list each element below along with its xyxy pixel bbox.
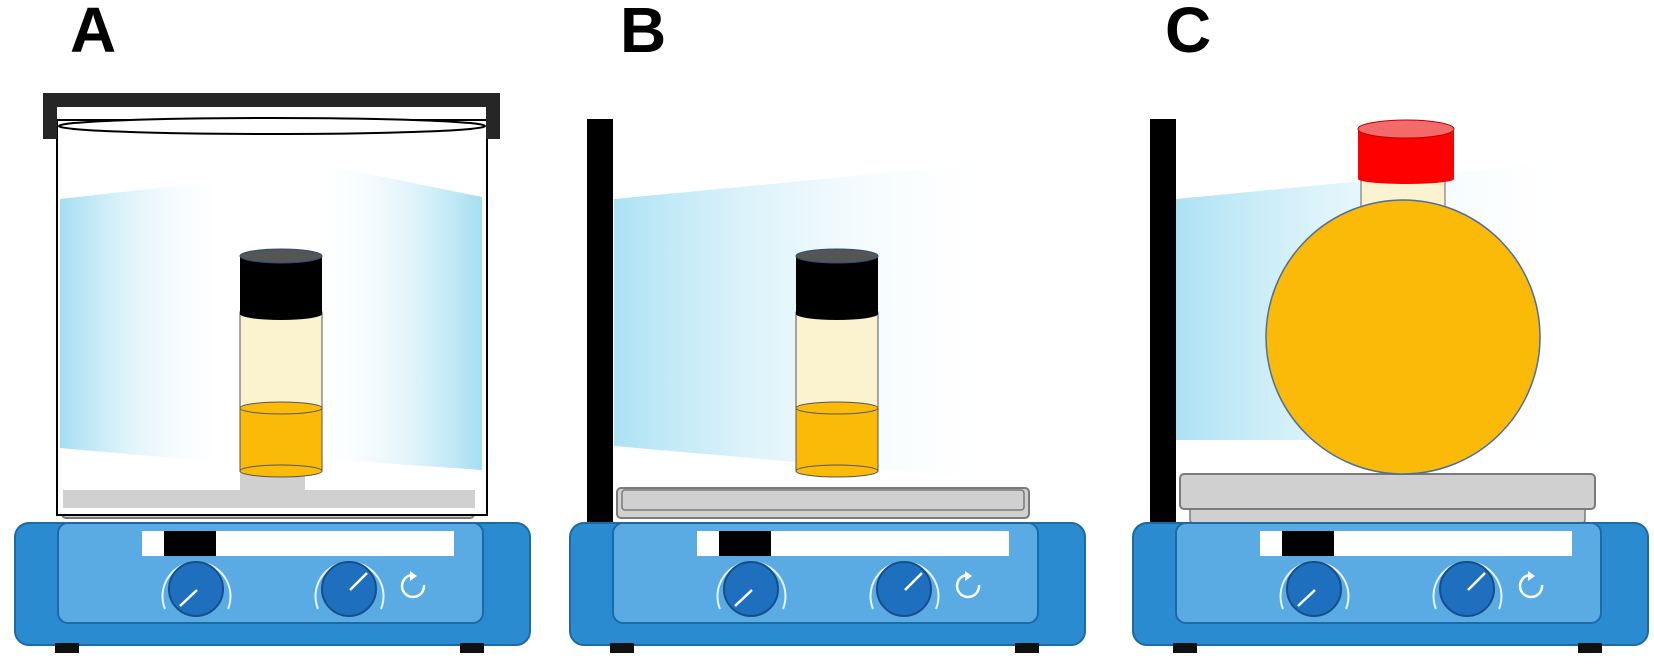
stir-knob-b[interactable] [869, 561, 940, 617]
panel-b [569, 119, 1086, 653]
round-bottom-flask [1265, 119, 1541, 475]
heat-knob-a[interactable] [161, 561, 232, 617]
clamp-frame-a [43, 93, 500, 139]
heat-knob-b[interactable] [716, 561, 787, 617]
flask-cap [1357, 119, 1455, 184]
rotation-icon-c [1518, 571, 1544, 599]
support-rod-c [1150, 119, 1176, 529]
stirrer-base-c [1132, 522, 1649, 653]
panel-label-a: A [70, 0, 117, 66]
flask-bulb [1265, 199, 1541, 475]
stirrer-base-b [569, 522, 1086, 653]
panel-label-c: C [1165, 0, 1212, 66]
panel-label-b: B [620, 0, 667, 66]
panel-c [1132, 119, 1649, 653]
rotation-icon-b [955, 571, 981, 599]
support-rod-b [587, 119, 613, 529]
display-indicator-a [164, 531, 216, 556]
rotation-icon-a [400, 571, 426, 599]
vial-a [239, 248, 323, 478]
display-indicator-b [719, 531, 771, 556]
vial-b [795, 248, 879, 478]
stirrer-base-a [14, 522, 531, 653]
heat-knob-c[interactable] [1279, 561, 1350, 617]
panel-a [14, 93, 531, 653]
hotplate-platform-c [1179, 473, 1596, 510]
stir-knob-a[interactable] [314, 561, 385, 617]
stir-knob-c[interactable] [1432, 561, 1503, 617]
display-indicator-c [1282, 531, 1334, 556]
